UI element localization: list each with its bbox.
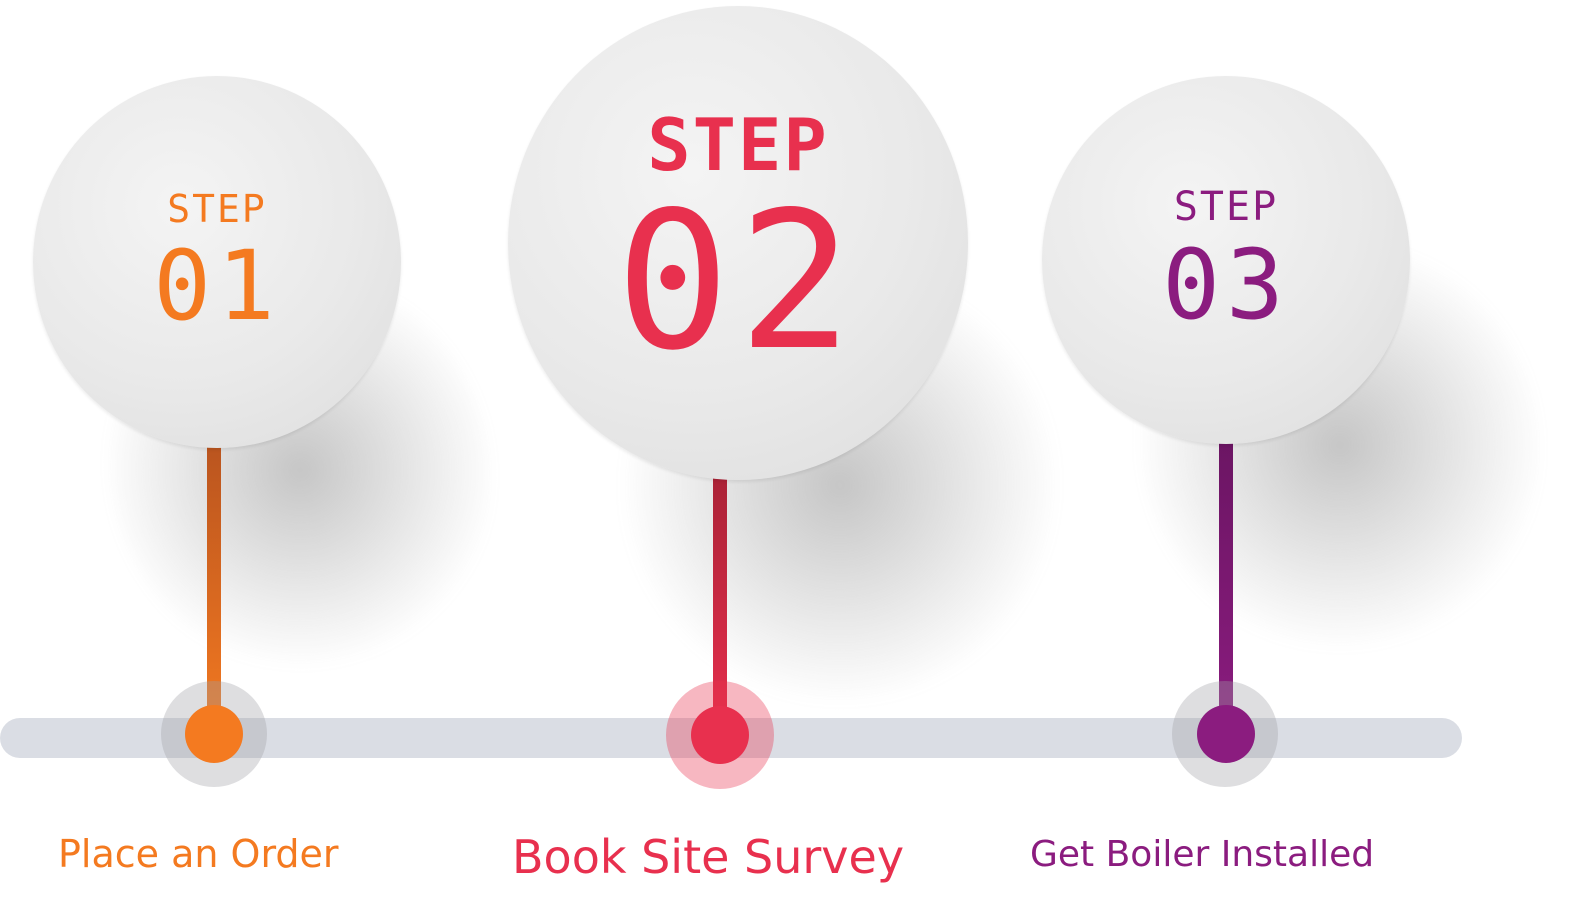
step-2-number: 02 xyxy=(615,171,861,392)
step-1-connector xyxy=(207,440,221,736)
step-3-node xyxy=(1197,705,1255,763)
step-2-circle: STEP 02 xyxy=(508,6,968,480)
step-3-connector xyxy=(1219,436,1233,736)
step-1-number: 01 xyxy=(153,230,281,342)
step-1-step-word: STEP xyxy=(167,187,267,231)
step-3-number: 03 xyxy=(1162,229,1290,341)
step-2-node xyxy=(691,706,749,764)
step-3-circle: STEP 03 xyxy=(1042,76,1410,444)
step-1-label: Place an Order xyxy=(58,832,339,876)
step-1-circle: STEP 01 xyxy=(33,76,401,448)
step-2-connector xyxy=(713,470,727,736)
step-3-step-word: STEP xyxy=(1173,184,1279,230)
step-2-step-word: STEP xyxy=(647,103,829,187)
step-3-label: Get Boiler Installed xyxy=(1030,834,1375,875)
step-2-label: Book Site Survey xyxy=(512,830,905,884)
step-1-node xyxy=(185,705,243,763)
